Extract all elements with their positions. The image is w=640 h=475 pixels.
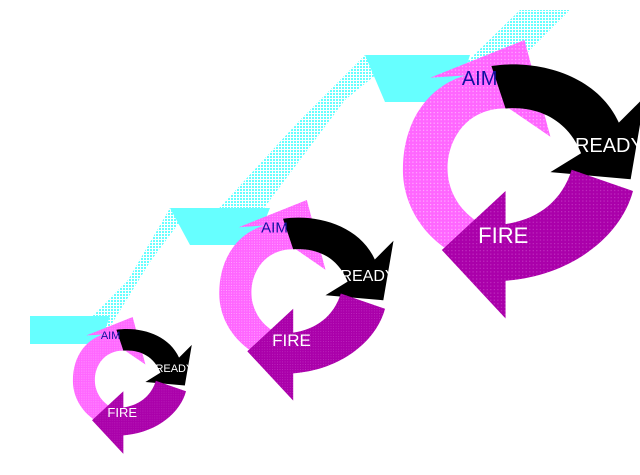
- stair-riser-2: [190, 55, 400, 240]
- fire-arrow: [247, 293, 385, 401]
- ready-label: READY: [575, 135, 640, 157]
- stair-step-1: [30, 316, 110, 344]
- aim-label: AIM: [462, 68, 498, 90]
- ready-label: READY: [155, 363, 194, 375]
- cycle-medium-labels: AIM READY FIRE: [261, 219, 396, 350]
- cycle-medium: [219, 200, 394, 401]
- cycle-large: [402, 39, 640, 319]
- fire-label: FIRE: [107, 405, 137, 420]
- ready-arrow: [283, 217, 394, 301]
- fire-arrow: [92, 380, 186, 454]
- cycle-large-labels: AIM READY FIRE: [462, 68, 640, 248]
- cycle-small-labels: AIM READY FIRE: [101, 330, 194, 420]
- ready-arrow: [116, 328, 192, 386]
- cycle-small: [72, 317, 192, 454]
- aim-label: AIM: [261, 219, 288, 236]
- fire-arrow: [441, 169, 633, 319]
- aim-label: AIM: [101, 330, 121, 342]
- ready-label: READY: [340, 268, 395, 285]
- cycles-layer: AIM READY FIRE AIM READY FIRE AIM READY FIRE: [72, 39, 640, 454]
- fire-label: FIRE: [478, 223, 528, 248]
- fire-label: FIRE: [272, 331, 311, 350]
- stair-riser-1: [66, 208, 190, 343]
- ready-arrow: [491, 64, 640, 180]
